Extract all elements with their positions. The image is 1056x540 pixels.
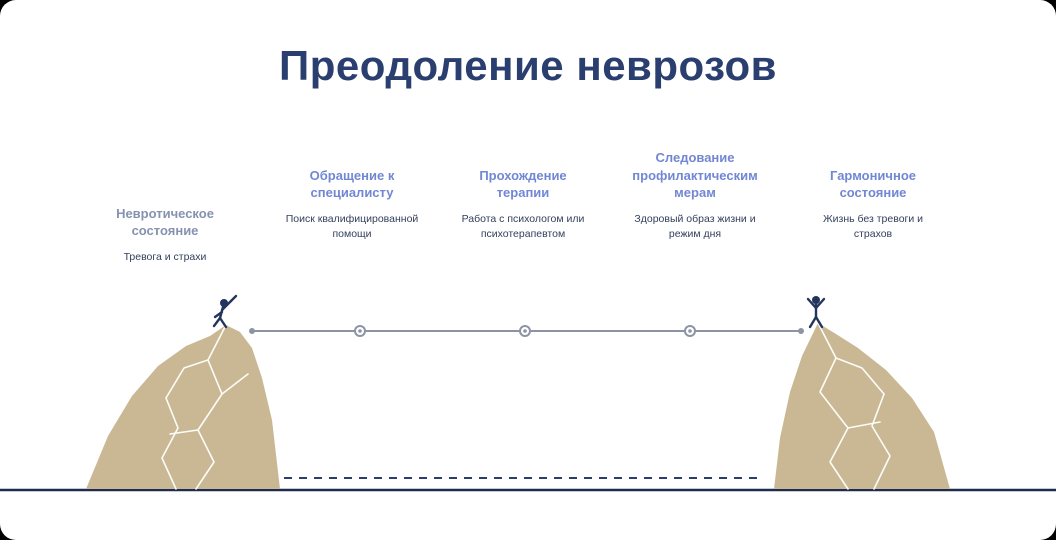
stage-prevention: Следование профилактическим мерам Здоров… [625, 140, 765, 242]
stage-description: Тревога и страхи [123, 251, 207, 263]
left-mountain [86, 324, 280, 490]
rope-anchor-left-icon [249, 328, 255, 334]
stage-description: Поиск квалифицированной помощи [285, 213, 419, 241]
stage-therapy: Прохождение терапии Работа с психологом … [453, 140, 593, 242]
rope-anchor-right-icon [798, 328, 804, 334]
right-mountain [774, 322, 950, 490]
stage-label: Гармоничное состояние [830, 167, 916, 201]
stage-description: Жизнь без тревоги и страхов [822, 213, 924, 241]
stage-label: Следование профилактическим мерам [632, 150, 758, 201]
stage-label: Невротическое состояние [116, 205, 214, 239]
rope-line [249, 325, 804, 337]
stage-label: Прохождение терапии [479, 167, 567, 201]
stage-harmony: Гармоничное состояние Жизнь без тревоги … [803, 140, 943, 242]
rope-knot-icon [684, 325, 696, 337]
rope-knot-icon [354, 325, 366, 337]
page-title: Преодоление неврозов [279, 42, 777, 89]
climber-icon [212, 294, 238, 329]
rope-knot-icon [519, 325, 531, 337]
stage-label: Обращение к специалисту [309, 167, 395, 201]
celebrating-person-icon [806, 296, 826, 329]
stage-neurotic-state: Невротическое состояние Тревога и страхи [90, 178, 240, 265]
stage-see-specialist: Обращение к специалисту Поиск квалифицир… [282, 140, 422, 242]
stage-description: Работа с психологом или психотерапевтом [461, 213, 585, 241]
stage-description: Здоровый образ жизни и режим дня [634, 213, 756, 241]
